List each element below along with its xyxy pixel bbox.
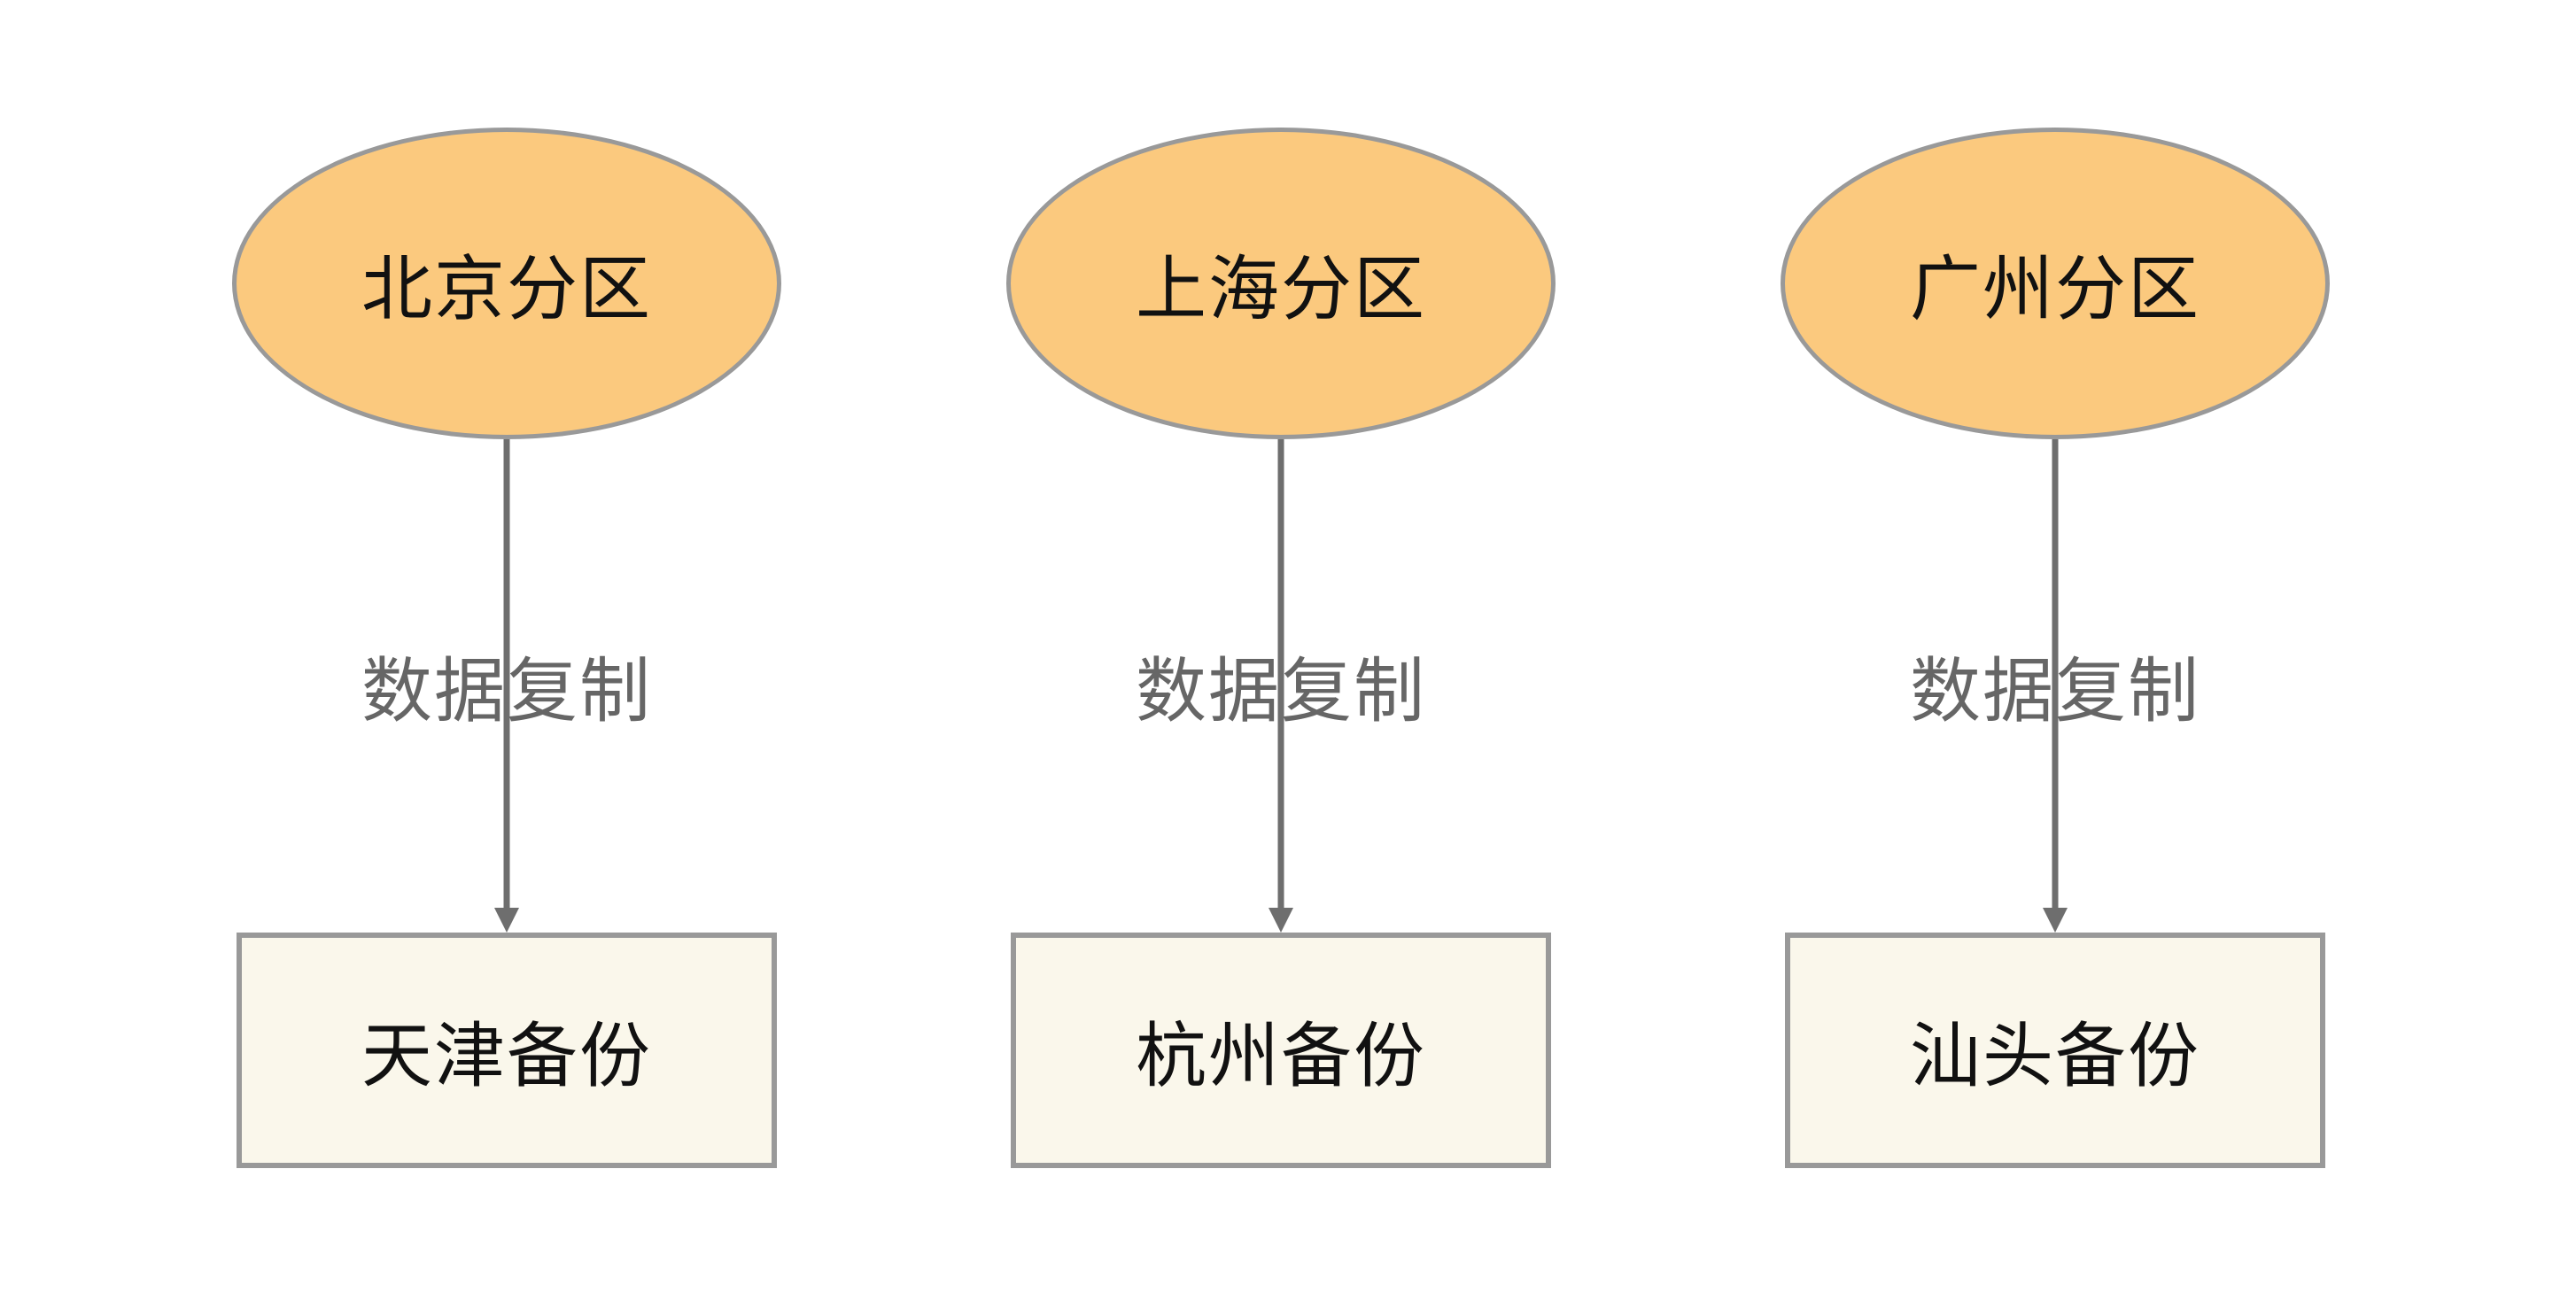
edge-label-replication: 数据复制 — [1910, 652, 2200, 731]
column-guangzhou: 广州分区 数据复制 汕头备份 — [1781, 0, 2330, 1316]
arrowhead-down-icon — [494, 908, 519, 933]
replication-edge-line — [1277, 439, 1284, 908]
replication-edge-line — [2052, 439, 2059, 908]
arrowhead-down-icon — [2043, 908, 2068, 933]
replication-edge-line — [503, 439, 510, 908]
backup-rect-shantou: 汕头备份 — [1785, 933, 2325, 1168]
column-beijing: 北京分区 数据复制 天津备份 — [232, 0, 781, 1316]
edge-label-replication: 数据复制 — [361, 652, 652, 731]
partition-ellipse-shanghai: 上海分区 — [1006, 128, 1556, 439]
backup-rect-tianjin: 天津备份 — [237, 933, 777, 1168]
partition-ellipse-beijing: 北京分区 — [232, 128, 781, 439]
partition-ellipse-guangzhou: 广州分区 — [1781, 128, 2330, 439]
arrowhead-down-icon — [1269, 908, 1293, 933]
column-shanghai: 上海分区 数据复制 杭州备份 — [1006, 0, 1556, 1316]
backup-rect-hangzhou: 杭州备份 — [1011, 933, 1551, 1168]
edge-label-replication: 数据复制 — [1136, 652, 1426, 731]
